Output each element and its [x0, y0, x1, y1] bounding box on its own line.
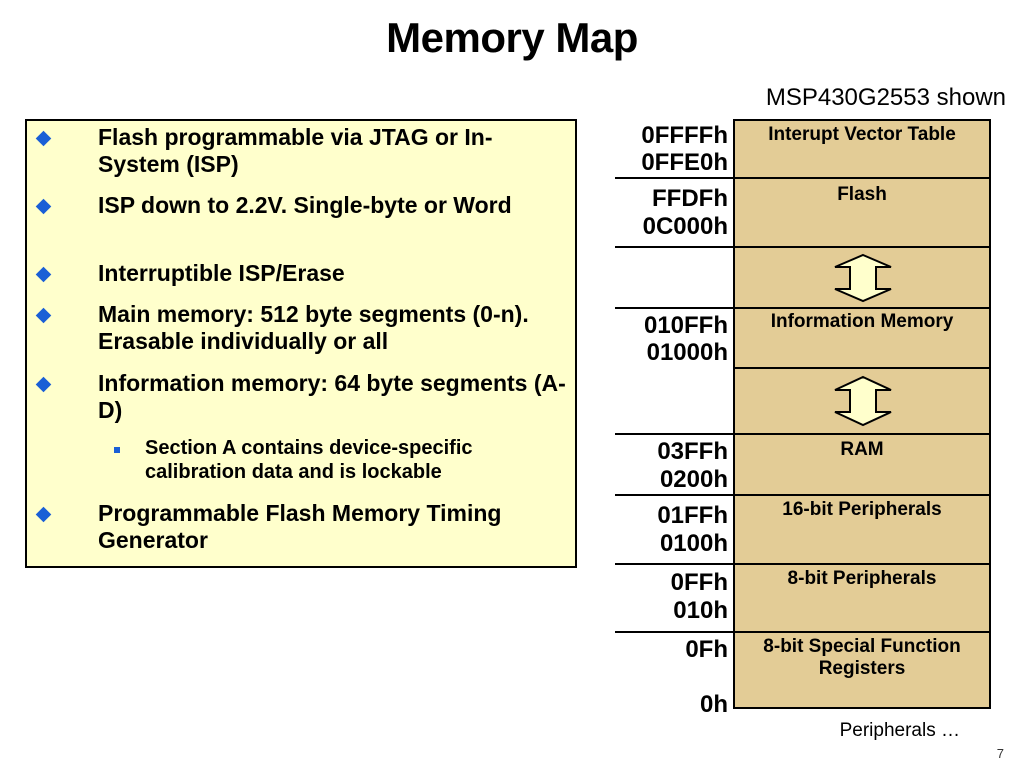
- region-special-function-registers: 8-bit Special Function Registers: [763, 636, 961, 679]
- address-low: 0C000h: [642, 213, 728, 240]
- address-separator: [615, 246, 733, 248]
- region-divider: [735, 246, 989, 248]
- address-separator: [615, 177, 733, 179]
- bullet-diamond-icon: [35, 130, 52, 147]
- bullet-item: Flash programmable via JTAG or In-System…: [98, 124, 493, 177]
- region-divider: [735, 631, 989, 633]
- address-separator: [615, 631, 733, 633]
- bullet-diamond-icon: [35, 376, 52, 393]
- bullet-item: ISP down to 2.2V. Single-byte or Word: [98, 192, 512, 218]
- bullet-diamond-icon: [35, 198, 52, 215]
- address-low: 010h: [673, 597, 728, 624]
- address-high: 0FFFFh: [641, 122, 728, 149]
- region-16bit-peripherals: 16-bit Peripherals: [782, 499, 942, 520]
- address-low: 0100h: [659, 530, 728, 557]
- page-number: 7: [996, 746, 1004, 761]
- sub-bullet-item: Section A contains device-specific calib…: [145, 437, 473, 483]
- bullet-diamond-icon: [35, 266, 52, 283]
- address-high: 0FFh: [670, 569, 728, 596]
- address-separator: [615, 563, 733, 565]
- address-high: 03FFh: [657, 438, 728, 465]
- address-separator: [615, 307, 733, 309]
- address-low: 0FFE0h: [641, 149, 728, 176]
- region-divider: [735, 433, 989, 435]
- bullet-item: Programmable Flash Memory Timing Generat…: [98, 500, 502, 553]
- sub-bullet-square-icon: [114, 447, 120, 453]
- slide-subtitle: MSP430G2553 shown: [765, 84, 1006, 111]
- bullet-diamond-icon: [35, 506, 52, 523]
- address-low: 0200h: [659, 466, 728, 493]
- double-arrow-icon: [834, 375, 892, 427]
- region-8bit-peripherals: 8-bit Peripherals: [787, 568, 937, 589]
- address-high: 0Fh: [685, 636, 728, 663]
- double-arrow-icon: [834, 253, 892, 303]
- memory-map: Interupt Vector Table Flash Information …: [733, 119, 991, 709]
- region-interrupt-vector-table: Interupt Vector Table: [768, 124, 956, 145]
- region-divider: [735, 563, 989, 565]
- slide-title: Memory Map: [386, 14, 638, 61]
- bullet-diamond-icon: [35, 307, 52, 324]
- bullet-item: Information memory: 64 byte segments (A-…: [98, 370, 566, 423]
- region-divider: [735, 177, 989, 179]
- address-separator: [615, 494, 733, 496]
- footer-link: Peripherals …: [839, 720, 960, 741]
- region-divider: [735, 307, 989, 309]
- bullet-item: Interruptible ISP/Erase: [98, 260, 345, 286]
- region-flash: Flash: [837, 184, 887, 205]
- address-low: 01000h: [646, 339, 728, 366]
- address-high: 01FFh: [657, 502, 728, 529]
- region-divider: [735, 367, 989, 369]
- address-high: 010FFh: [643, 312, 728, 339]
- address-low: 0h: [699, 691, 728, 718]
- address-high: FFDFh: [652, 185, 728, 212]
- bullet-item: Main memory: 512 byte segments (0-n). Er…: [98, 301, 529, 354]
- region-ram: RAM: [840, 439, 884, 460]
- region-divider: [735, 494, 989, 496]
- bullet-box: Flash programmable via JTAG or In-System…: [25, 119, 577, 568]
- address-separator: [615, 433, 733, 435]
- region-information-memory: Information Memory: [770, 311, 954, 332]
